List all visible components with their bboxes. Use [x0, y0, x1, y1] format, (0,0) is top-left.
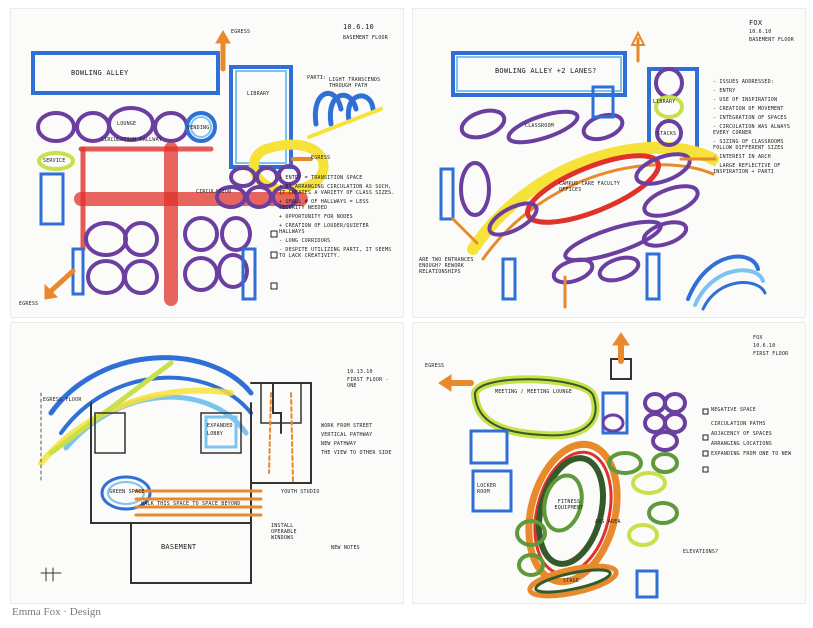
issue: - INTEGRATION OF SPACES: [713, 115, 787, 121]
sheet1-floor: BASEMENT FLOOR: [343, 35, 388, 41]
note: CIRCULATION PATHS: [711, 421, 766, 427]
sheet2-author: FOX: [749, 19, 763, 27]
sheet3-date: 10.13.10: [347, 369, 373, 375]
sheet4-egress: EGRESS: [425, 363, 445, 369]
sketch-first-floor-bubbles: FOX 10.6.10 FIRST FLOOR EGRESS MEETING /…: [412, 322, 806, 604]
sheet3-green-space: GREEN SPACE: [109, 489, 145, 495]
issue: - LARGE REFLECTIVE OF INSPIRATION + PART…: [713, 163, 781, 175]
sheet3-floor: FIRST FLOOR - ONE: [347, 377, 389, 389]
sheet2-campus: CAMPUS CARE FACULTY OFFICES: [559, 181, 620, 193]
note: - DESPITE UTILIZING PARTI, IT SEEMS TO L…: [279, 247, 392, 259]
sheet1-circulation: CIRCULATION: [196, 189, 232, 195]
meeting-lounge-shape: [471, 375, 600, 440]
issue: - SIZING OF CLASSROOMS FOLLOW DIFFERENT …: [713, 139, 784, 151]
sheet3-basement: BASEMENT: [161, 543, 197, 551]
sheet4-meeting: MEETING / MEETING LOUNGE: [495, 389, 573, 395]
sheet1-vending: VENDING: [187, 125, 210, 131]
sheet4-abs: ABS AREA: [595, 519, 621, 525]
note: + BY ARRANGING CIRCULATION AS SUCH, IT C…: [279, 184, 395, 196]
sheet1-egress-mid: EGRESS: [311, 155, 331, 161]
issue: - ISSUES ADDRESSED:: [713, 79, 774, 85]
note: EXPANDING FROM ONE TO NEW: [711, 451, 792, 457]
sheet3-youth-studio: YOUTH STUDIO: [281, 489, 320, 495]
sheet2-issues: - ISSUES ADDRESSED: - ENTRY - USE OF INS…: [713, 79, 799, 175]
note: THE VIEW TO OTHER SIDE: [321, 450, 392, 456]
issue: - CIRCULATION WAS ALWAYS EVERY CORNER: [713, 124, 791, 136]
sketch-first-floor-plan: 10.13.10 FIRST FLOOR - ONE EGRESS FLOOR …: [10, 322, 404, 604]
sheet1-lounge: LOUNGE: [117, 121, 137, 127]
note: + SMALL # OF HALLWAYS = LESS SECURITY NE…: [279, 199, 369, 211]
sketch-3-drawing: [38, 355, 312, 584]
issue: - USE OF INSPIRATION: [713, 97, 778, 103]
sheet4-locker: LOCKER ROOM: [477, 483, 497, 495]
sheet3-expanded: EXPANDED: [207, 423, 233, 429]
library-block: [229, 65, 293, 169]
sheet4-date: 10.6.10: [753, 343, 776, 349]
bowling-alley-block: [31, 51, 220, 95]
sheet4-elevations: ELEVATIONS?: [683, 549, 719, 555]
campus-care-ellipse: [525, 153, 661, 225]
designer-credit: Emma Fox · Design: [12, 606, 101, 618]
sheet3-new-notes: NEW NOTES: [331, 545, 360, 551]
sheet4-stage: STAGE: [563, 578, 580, 584]
sheet4-notes: NEGATIVE SPACE CIRCULATION PATHS ADJACEN…: [711, 407, 799, 457]
sheet2-stacks: STACKS: [657, 131, 677, 137]
sheet3-install: INSTALL OPERABLE WINDOWS: [271, 523, 297, 541]
sheet4-author: FOX: [753, 335, 763, 341]
sheet3-lobby: LOBBY: [207, 431, 224, 437]
blue-arc-1: [48, 355, 254, 416]
sketch-basement-floor-parti: 10.6.10 BASEMENT FLOOR EGRESS BOWLING AL…: [10, 8, 404, 318]
sheet2-bottom-note: ARE TWO ENTRANCES ENOUGH? REWORK RELATIO…: [419, 257, 474, 275]
note: NEW PATHWAY: [321, 441, 357, 447]
sheet1-service: SERVICE: [43, 158, 66, 164]
note: ADJACENCY OF SPACES: [711, 431, 772, 437]
basement-outline: [130, 522, 252, 584]
bowling-alley-block: [451, 51, 627, 97]
note: VERTICAL PATHWAY: [321, 432, 373, 438]
sheet2-floor: BASEMENT FLOOR: [749, 37, 794, 43]
note: - LONG CORRIDORS: [279, 238, 331, 244]
issue: - CREATION OF MOVEMENT: [713, 106, 784, 112]
note: NEGATIVE SPACE: [711, 407, 756, 413]
sketch-1-drawing: [31, 30, 383, 306]
parti-swirl-1: [312, 90, 344, 127]
sheet3-space-note: WALK THIS SPACE TO SPACE BEYOND: [141, 501, 241, 507]
sheet3-egress: EGRESS FLOOR: [43, 397, 82, 403]
sheet1-bowling: BOWLING ALLEY: [71, 69, 129, 77]
note: WORK FROM STREET: [321, 423, 373, 429]
issue: - INTEREST IN ARCH: [713, 154, 771, 160]
note: ARRANGING LOCATIONS: [711, 441, 772, 447]
sheet1-notes: + ENTRY = TRANSITION SPACE + BY ARRANGIN…: [279, 175, 397, 259]
note: + CREATION OF LOUDER/QUIETER HALLWAYS: [279, 223, 369, 235]
sheet1-egress-bottom: EGRESS: [19, 301, 39, 307]
sheet3-notes: WORK FROM STREET VERTICAL PATHWAY NEW PA…: [321, 423, 397, 456]
sheet1-circulation-hallway: CIRCULATION HALLWAY: [101, 137, 162, 143]
sketch-2-drawing: [439, 30, 767, 311]
note: + OPPORTUNITY FOR NODES: [279, 214, 353, 220]
sketch-4-drawing: [438, 332, 709, 599]
sheet1-egress-top: EGRESS: [231, 29, 251, 35]
sheet2-library: LIBRARY: [653, 99, 676, 105]
sheet1-parti-note: LIGHT TRANSCENDS THROUGH PATH: [329, 77, 381, 89]
issue: - ENTRY: [713, 88, 736, 94]
sheet1-parti-label: PARTI:: [307, 75, 327, 81]
sheet2-classroom: CLASSROOM: [525, 123, 554, 129]
yellow-swash: [248, 139, 329, 196]
sheet1-date: 10.6.10: [343, 23, 374, 31]
sketch-basement-floor-revised: FOX 10.6.10 BASEMENT FLOOR BOWLING ALLEY…: [412, 8, 806, 318]
note: + ENTRY = TRANSITION SPACE: [279, 175, 363, 181]
sheet2-bowling: BOWLING ALLEY +2 LANES?: [495, 67, 597, 75]
sheet1-library: LIBRARY: [247, 91, 270, 97]
sheet4-floor: FIRST FLOOR: [753, 351, 789, 357]
sheet4-fitness: FITNESS EQUIPMENT: [554, 499, 584, 511]
sheet2-date: 10.6.10: [749, 29, 772, 35]
